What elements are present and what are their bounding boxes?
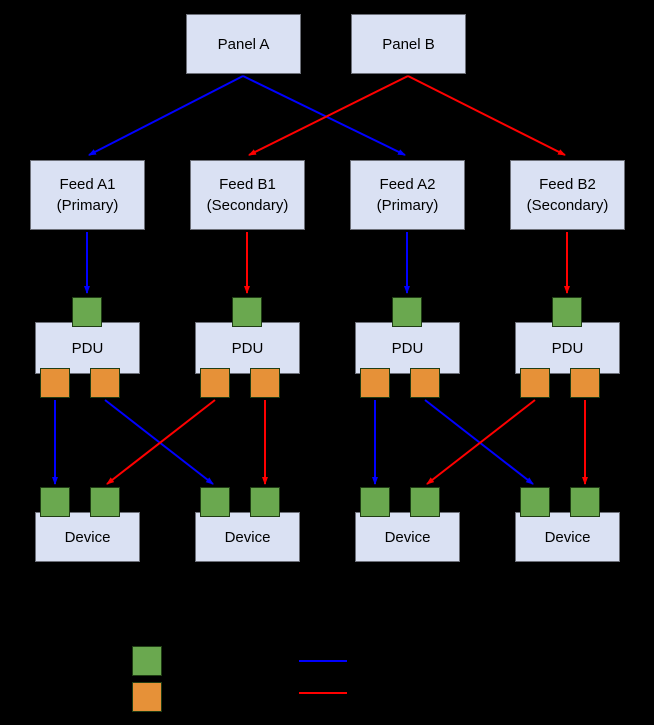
pdu-4-input-port (552, 297, 582, 327)
device-3-label: Device (384, 528, 431, 546)
device-1-label: Device (64, 528, 111, 546)
pdu-4-output-port-right (570, 368, 600, 398)
panel-a-to-feed-a2-arrow (242, 75, 406, 156)
pdu-2-output-port-right (250, 368, 280, 398)
pdu-3-to-device-4-arrow (424, 399, 534, 485)
device-1-input-port-right (90, 487, 120, 517)
device-1-node: Device (35, 512, 140, 562)
feed-b2-label-line2: (Secondary) (526, 197, 609, 214)
legend-output-port-swatch (132, 682, 162, 712)
pdu-4-to-device-3-arrow (426, 399, 536, 485)
feed-a1-label-line1: Feed A1 (59, 176, 116, 193)
pdu-3-output-port-right (410, 368, 440, 398)
device-2-node: Device (195, 512, 300, 562)
feed-b2-node: Feed B2 (Secondary) (510, 160, 625, 230)
pdu-3-label: PDU (391, 339, 424, 357)
pdu-2-input-port (232, 297, 262, 327)
pdu-2-node: PDU (195, 322, 300, 374)
feed-b1-node: Feed B1 (Secondary) (190, 160, 305, 230)
feed-a2-label-line1: Feed A2 (379, 176, 436, 193)
feed-b1-label-line1: Feed B1 (219, 176, 276, 193)
panel-b-to-feed-b2-arrow (407, 75, 566, 156)
device-2-label: Device (224, 528, 271, 546)
device-4-input-port-right (570, 487, 600, 517)
panel-b-label: Panel B (382, 35, 435, 53)
feed-a2-label-line2: (Primary) (376, 197, 439, 214)
pdu-4-node: PDU (515, 322, 620, 374)
pdu-4-label: PDU (551, 339, 584, 357)
device-1-input-port-left (40, 487, 70, 517)
feed-a1-label-line2: (Primary) (56, 197, 119, 214)
feed-b2-label-line1: Feed B2 (539, 176, 596, 193)
pdu-1-to-device-2-arrow (104, 399, 214, 485)
pdu-3-input-port (392, 297, 422, 327)
pdu-3-node: PDU (355, 322, 460, 374)
feed-b1-label-line2: (Secondary) (206, 197, 289, 214)
device-2-input-port-left (200, 487, 230, 517)
panel-b-node: Panel B (351, 14, 466, 74)
device-4-input-port-left (520, 487, 550, 517)
legend-input-port-swatch (132, 646, 162, 676)
pdu-1-input-port (72, 297, 102, 327)
feed-a2-node: Feed A2 (Primary) (350, 160, 465, 230)
panel-b-to-feed-b1-arrow (248, 75, 409, 156)
pdu-2-label: PDU (231, 339, 264, 357)
device-2-input-port-right (250, 487, 280, 517)
feed-a1-node: Feed A1 (Primary) (30, 160, 145, 230)
pdu-1-node: PDU (35, 322, 140, 374)
panel-a-node: Panel A (186, 14, 301, 74)
pdu-1-output-port-left (40, 368, 70, 398)
pdu-4-output-port-left (520, 368, 550, 398)
panel-a-to-feed-a1-arrow (88, 75, 244, 156)
device-3-input-port-right (410, 487, 440, 517)
pdu-1-label: PDU (71, 339, 104, 357)
device-3-input-port-left (360, 487, 390, 517)
pdu-2-to-device-1-arrow (106, 399, 216, 485)
pdu-1-output-port-right (90, 368, 120, 398)
pdu-3-output-port-left (360, 368, 390, 398)
device-4-node: Device (515, 512, 620, 562)
panel-a-label: Panel A (217, 35, 270, 53)
pdu-2-output-port-left (200, 368, 230, 398)
device-3-node: Device (355, 512, 460, 562)
device-4-label: Device (544, 528, 591, 546)
